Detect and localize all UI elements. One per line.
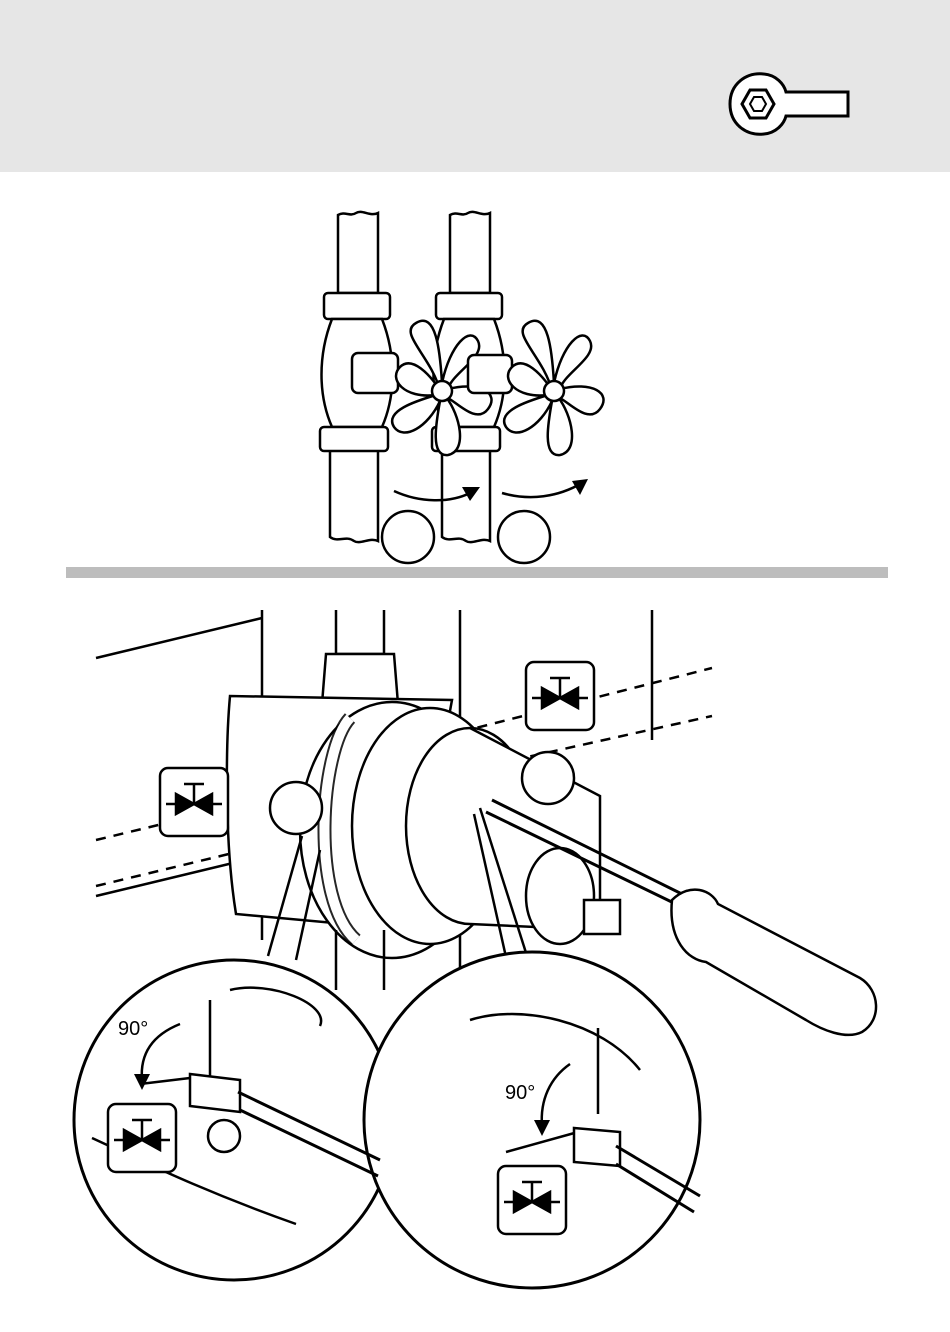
stop-valves-figure: [290, 205, 620, 565]
wrench-icon: [722, 68, 854, 140]
mixer-valve-figure: [0, 600, 950, 1332]
rotation-angle-label: 90°: [118, 1018, 148, 1041]
rotation-angle-label: 90°: [505, 1082, 535, 1105]
shut-off-valve-icon: [108, 1104, 176, 1172]
shut-off-valve-icon: [526, 662, 594, 730]
shut-off-valve-icon: [160, 768, 228, 836]
section-divider: [66, 567, 888, 578]
shut-off-valve-icon: [498, 1166, 566, 1234]
